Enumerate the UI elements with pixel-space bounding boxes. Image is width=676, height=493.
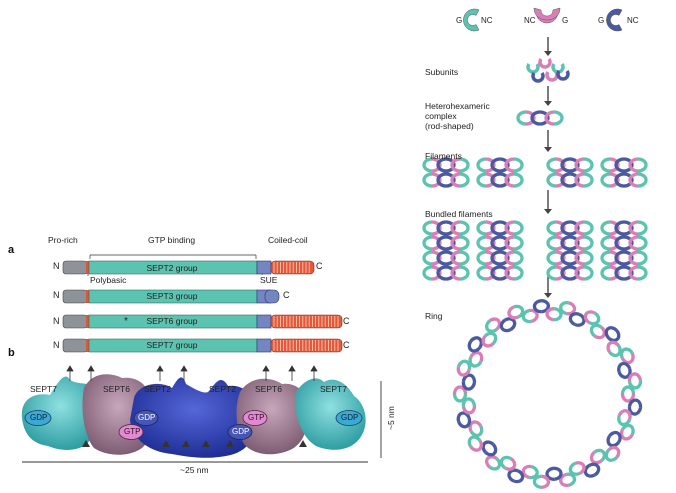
filaments (422, 157, 648, 188)
gtp-binding-label: GTP binding (148, 235, 196, 245)
sue-label: SUE (260, 275, 278, 285)
arrow-5 (544, 276, 552, 298)
stage-complex-label-2: complex (425, 111, 457, 121)
domain-bar-4 (62, 338, 343, 353)
coiled-coil-domain (270, 338, 343, 353)
sept2-c-term: C (316, 261, 323, 271)
sue-cap (264, 289, 280, 304)
monomer2-g-label: G (562, 16, 569, 25)
gdp-oval-sept6-left (133, 410, 159, 426)
sept7-right-label: SEPT7 (320, 384, 347, 394)
sept2-n-term: N (53, 261, 60, 271)
monomer1-g-label: G (456, 16, 463, 25)
domain-bar-3 (62, 314, 343, 329)
heterohexamer (516, 110, 564, 126)
n-terminal-arrows (66, 365, 318, 381)
sept6-star: * (124, 316, 128, 327)
gdp-label-sept6-left: GDP (138, 413, 156, 422)
sept7-left-label: SEPT7 (30, 384, 57, 394)
gdp-oval-left (24, 410, 52, 426)
septin-ring (452, 299, 643, 489)
sept6-c-term: C (343, 316, 350, 326)
sept6-right-label: SEPT6 (255, 384, 282, 394)
polybasic-label: Polybasic (90, 275, 127, 285)
monomer-teal (463, 8, 480, 32)
panel-a-label: a (8, 244, 15, 256)
monomer3-g-label: G (598, 16, 605, 25)
polybasic-segment (86, 261, 89, 274)
sept7-n-term: N (53, 340, 60, 350)
polybasic-segment (86, 339, 89, 352)
arrow-4 (544, 190, 552, 214)
coiled-coil-domain (270, 260, 315, 275)
stage-ring-label: Ring (425, 311, 443, 321)
arrow-3 (544, 130, 552, 152)
gtp-oval-right (242, 410, 268, 426)
sept7-right-surface (295, 378, 366, 450)
gtp-label-left: GTP (124, 427, 141, 436)
sept3-n-term: N (53, 290, 60, 300)
sept2-left-label: SEPT2 (144, 384, 171, 394)
sept3-c-term: C (283, 290, 290, 300)
pro-rich-label: Pro-rich (48, 235, 78, 245)
arrow-1 (544, 37, 552, 56)
gtp-label-right: GTP (248, 413, 265, 422)
stage-bundled-label: Bundled filaments (425, 209, 493, 219)
coiled-coil-domain (270, 314, 343, 329)
sept6-right-surface (236, 378, 308, 455)
sept2-right-label: SEPT2 (209, 384, 236, 394)
domain-bar-2 (62, 289, 280, 304)
sept2-dimer-surface (130, 377, 258, 458)
polybasic-segment (86, 290, 89, 303)
sept7-left-surface (21, 376, 99, 450)
bundled-filaments (422, 220, 648, 281)
coiled-coil-label: Coiled-coil (268, 235, 308, 245)
polybasic-segment (86, 315, 89, 328)
monomer-blue (606, 8, 623, 32)
gtp-oval-left (118, 424, 144, 440)
domain-bar-1 (62, 260, 315, 275)
stage-complex-label-3: (rod-shaped) (425, 121, 474, 131)
gdp-oval-sept6-right (227, 424, 253, 440)
sept6-left-label: SEPT6 (103, 384, 130, 394)
sept6-n-term: N (53, 316, 60, 326)
length-scale-label: ~25 nm (180, 465, 209, 475)
monomer1-nc-label: NC (481, 16, 493, 25)
gdp-label-right: GDP (341, 413, 359, 422)
monomer2-nc-label: NC (524, 16, 536, 25)
arrow-2 (544, 86, 552, 106)
stage-complex-label-1: Heterohexameric (425, 101, 490, 111)
gdp-label-left: GDP (30, 413, 48, 422)
sept7-group-label: SEPT7 group (146, 340, 198, 350)
sept3-group-label: SEPT3 group (146, 291, 198, 301)
gdp-oval-right (335, 410, 363, 426)
panel-b-label: b (8, 347, 15, 359)
gdp-label-sept6-right: GDP (232, 427, 250, 436)
sept2-group-label: SEPT2 group (146, 263, 198, 273)
monomer-pink (533, 7, 561, 24)
sept6-group-label: SEPT6 group (146, 316, 198, 326)
stage-filaments-label: Filaments (425, 151, 462, 161)
stage-subunits-label: Subunits (425, 67, 459, 77)
subunits-cluster (526, 57, 570, 83)
sept7-c-term: C (343, 340, 350, 350)
monomer3-nc-label: NC (627, 16, 639, 25)
interface-arrowheads (82, 440, 307, 447)
